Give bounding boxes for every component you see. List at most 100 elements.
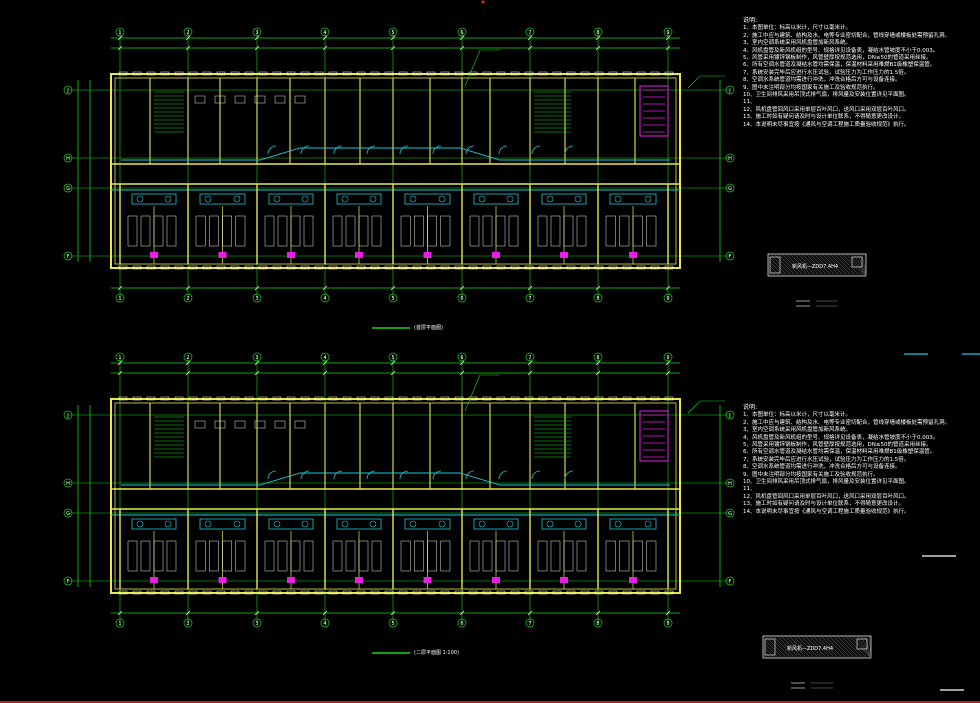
note-line: 11、: [743, 486, 756, 493]
exterior-wall: [110, 73, 681, 269]
furniture: [563, 215, 574, 247]
furniture: [140, 215, 151, 247]
dimension-tick: [254, 35, 260, 41]
dimension-tick: [185, 610, 191, 616]
window-mark: [510, 590, 520, 595]
window-mark: [146, 590, 156, 595]
window-mark: [286, 71, 296, 76]
dimension-tick: [595, 370, 601, 376]
magenta-unit: [423, 252, 432, 258]
fan-coil-unit: [609, 518, 657, 530]
furniture: [646, 215, 657, 247]
window-mark: [552, 396, 562, 401]
window-mark: [272, 265, 282, 270]
window-mark: [440, 265, 450, 270]
window-mark: [314, 396, 324, 401]
note-line: 11、: [743, 99, 756, 106]
red-dot: [481, 0, 485, 4]
axis-bubble: [63, 85, 73, 95]
axis-bubble: [663, 27, 673, 37]
fan-coil-unit: [541, 518, 587, 530]
legend-hatch: [768, 635, 792, 659]
fan-coil-unit: [268, 518, 314, 530]
axis-label: J: [728, 88, 730, 94]
legend-hatch: [841, 253, 865, 277]
window-mark: [370, 265, 380, 270]
legend-hatch: [767, 259, 785, 277]
axis-label: 5: [391, 355, 394, 361]
axis-label: 3: [255, 621, 258, 627]
furniture: [414, 540, 424, 572]
furniture: [235, 540, 246, 572]
axis-bubble: [725, 410, 735, 420]
fan-coil-unit: [541, 193, 587, 205]
axis-bubble: [725, 508, 735, 518]
dimension-tick: [595, 35, 601, 41]
dimension-tick: [185, 360, 191, 366]
axis-bubble: [63, 508, 73, 518]
dimension-tick: [459, 610, 465, 616]
diffuser: [136, 195, 144, 203]
axis-bubble: [525, 352, 535, 362]
furniture: [209, 540, 219, 572]
furniture: [440, 215, 451, 247]
fan-coil-unit: [404, 518, 451, 530]
dimension-tick: [665, 45, 671, 51]
axis-label: 6: [460, 621, 463, 627]
legend-hatch: [797, 253, 821, 277]
diffuser: [478, 195, 486, 203]
furniture: [576, 215, 587, 247]
axis-label: H: [728, 481, 732, 487]
legend-hatch: [836, 635, 860, 659]
furniture: [508, 215, 519, 247]
axis-label: 3: [255, 296, 258, 302]
dimension-tick: [527, 45, 533, 51]
window-mark: [314, 590, 324, 595]
diffuser: [409, 195, 417, 203]
window-mark: [174, 396, 184, 401]
legend-hatch: [824, 635, 848, 659]
magenta-unit: [287, 252, 295, 258]
fixture: [274, 420, 286, 429]
axis-bubble: [252, 352, 262, 362]
legend-hatch: [816, 635, 840, 659]
magenta-unit: [218, 577, 227, 583]
axis-bubble: [388, 27, 398, 37]
legend-hatch: [828, 635, 852, 659]
legend-hatch: [848, 635, 872, 659]
window-mark: [650, 265, 660, 270]
legend-hatch: [837, 253, 861, 277]
note-line: 6、所有空调水管道及凝结水管均需保温，保温材料采用难燃B1级橡塑保温管。: [743, 449, 936, 456]
legend-hatch: [853, 253, 867, 277]
window-mark: [244, 396, 254, 401]
diffuser: [409, 520, 417, 528]
dimension-tick: [459, 35, 465, 41]
diffuser: [164, 195, 172, 203]
window-mark: [538, 396, 548, 401]
note-line: 10、卫生间排风采用吊顶式排气扇，排风量及安装位置详见平面图。: [743, 92, 910, 99]
fan-coil-unit: [199, 193, 246, 205]
window-mark: [412, 590, 422, 595]
magenta-unit: [150, 577, 158, 583]
magenta-unit: [492, 252, 500, 258]
furniture: [277, 215, 288, 247]
diffuser: [574, 520, 582, 528]
furniture: [427, 215, 437, 247]
window-mark: [188, 590, 198, 595]
window-mark: [146, 265, 156, 270]
axis-label: 7: [528, 355, 531, 361]
legend-hatch: [767, 271, 773, 277]
design-notes-bottom: 说明: 1、本图单位：标高以米计，尺寸以毫米计。2、施工中应与建筑、结构及水、电…: [743, 404, 950, 516]
note-line: 2、施工中应与建筑、结构及水、电等专业密切配合，管线穿墙或楼板处需预留孔洞。: [743, 32, 951, 39]
window-mark: [580, 590, 590, 595]
plan-caption: (首层平面图): [414, 324, 443, 331]
furniture: [632, 215, 643, 247]
legend-hatch: [821, 253, 845, 277]
door-swing: [267, 470, 277, 480]
magenta-unit: [560, 252, 568, 258]
legend-hatch: [804, 635, 828, 659]
fixture: [254, 420, 266, 429]
legend-symbol: [851, 256, 863, 268]
window-mark: [426, 396, 436, 401]
window-mark: [398, 71, 408, 76]
